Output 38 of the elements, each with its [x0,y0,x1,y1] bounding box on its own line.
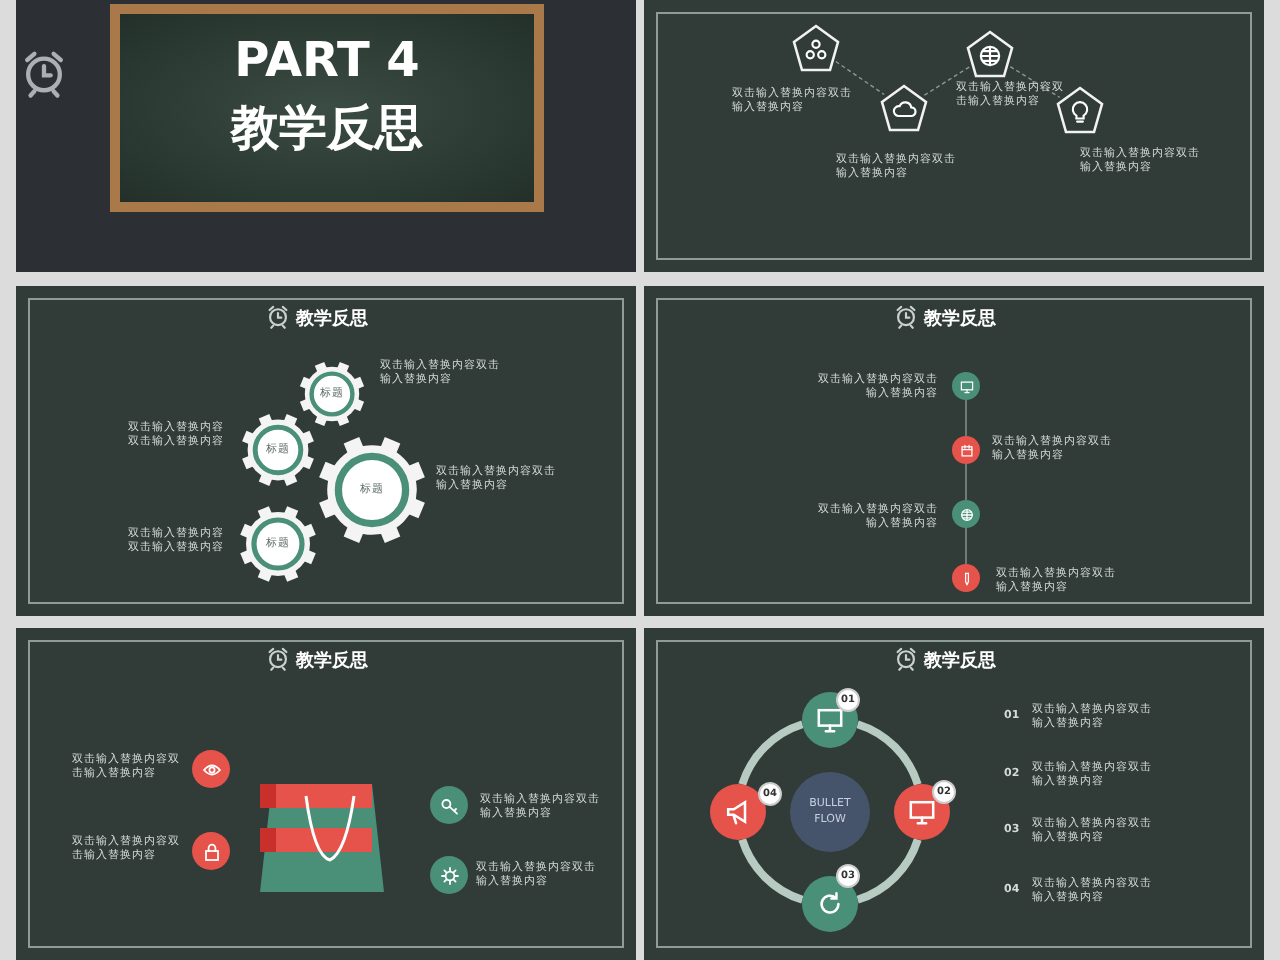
pentagon-frame [880,84,928,132]
connector-line [835,60,885,96]
icon-circle [192,832,230,870]
slide-panel [644,286,1264,616]
slide-title: 教学反思 [296,306,368,332]
slide-title: 教学反思 [924,306,996,332]
connector-line [856,838,922,904]
slide-panel [16,628,636,960]
connector-line [965,527,967,565]
slide-panel [644,628,1264,960]
icon-circle [952,436,980,464]
icon-circle [802,692,858,748]
icon-circle [430,856,468,894]
center-circle [790,772,870,852]
icon-circle [952,500,980,528]
connector-line [965,463,967,501]
connector-line [738,838,804,904]
slide-panel [644,0,1264,272]
connector-line [923,66,971,96]
connector-line [1009,66,1061,98]
slide-title: 教学反思 [296,648,368,674]
icon-circle [430,786,468,824]
connector-line [965,399,967,437]
pentagon-frame [966,30,1014,78]
icon-circle [710,784,766,840]
connector-line [738,720,804,786]
icon-circle [952,564,980,592]
slide-title: 教学反思 [924,648,996,674]
part-heading: PART 4 [232,30,422,90]
connector-line [856,720,922,786]
icon-circle [952,372,980,400]
icon-circle [894,784,950,840]
icon-circle [192,750,230,788]
slide-panel [16,286,636,616]
chalkboard [110,4,544,212]
icon-circle [802,876,858,932]
pentagon-frame [792,24,840,72]
section-title: 教学反思 [228,98,425,158]
